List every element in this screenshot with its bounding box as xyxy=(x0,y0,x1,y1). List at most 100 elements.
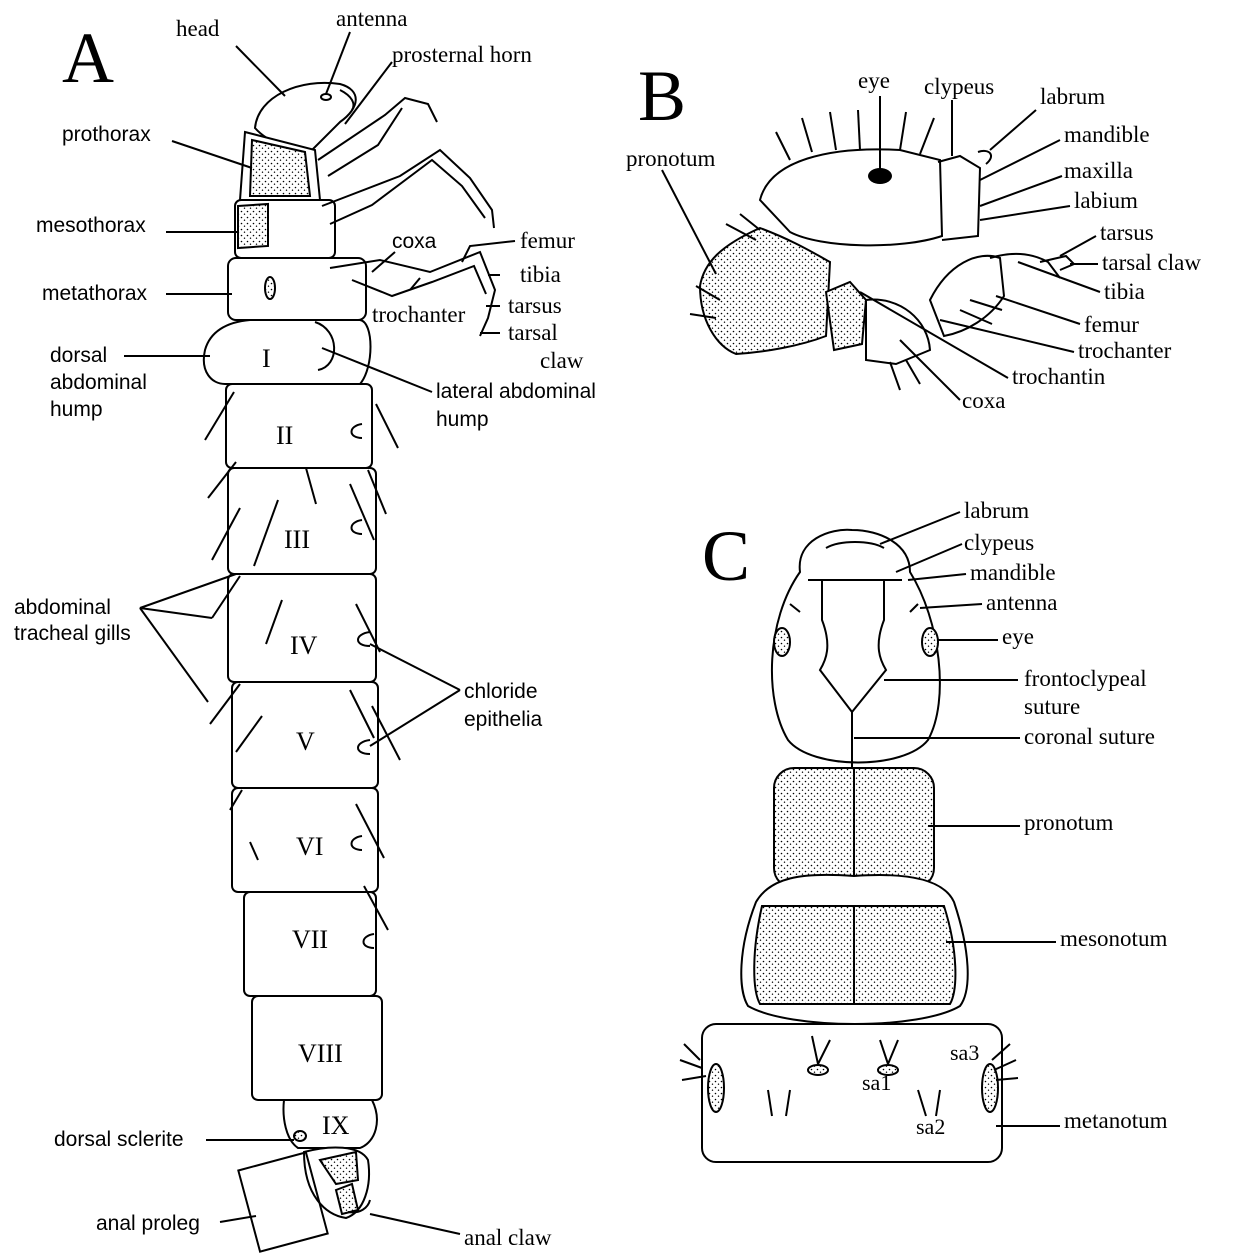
b-label-labrum: labrum xyxy=(1040,84,1105,109)
leader-gills-upper xyxy=(140,574,236,618)
label-hump: hump xyxy=(50,398,103,421)
leader-gills-lower xyxy=(140,608,208,702)
seta xyxy=(802,118,812,152)
label-tarsal: tarsal xyxy=(508,320,558,345)
b-label-clypeus: clypeus xyxy=(924,74,994,99)
leader-labrum xyxy=(990,110,1036,150)
seta xyxy=(740,214,760,230)
c-label-coronal-suture: coronal suture xyxy=(1024,724,1155,749)
abdominal-segment-4 xyxy=(228,574,376,682)
label-head: head xyxy=(176,16,220,41)
seta xyxy=(858,110,860,150)
b-label-trochanter: trochanter xyxy=(1078,338,1172,363)
segment-label-4: IV xyxy=(290,631,318,660)
leader-anal-claw xyxy=(370,1214,460,1234)
leader-head xyxy=(236,46,285,96)
c-sa3-right xyxy=(982,1064,998,1112)
panel-b-letter: B xyxy=(638,56,686,136)
label-coxa: coxa xyxy=(392,230,437,253)
label-anal-claw: anal claw xyxy=(464,1225,552,1250)
leader-labrum xyxy=(880,512,960,544)
label-claw: claw xyxy=(540,348,584,373)
leader-prothorax xyxy=(172,141,252,168)
abdominal-segment-2 xyxy=(226,384,372,468)
seta xyxy=(920,118,934,154)
label-trochanter: trochanter xyxy=(372,302,466,327)
c-eye-left xyxy=(774,628,790,656)
mesothorax-sclerite xyxy=(238,204,268,248)
label-mesothorax: mesothorax xyxy=(36,214,146,237)
c-label-frontoclypeal: frontoclypeal xyxy=(1024,666,1147,691)
leader-trochanter xyxy=(940,320,1074,352)
hindleg-outline xyxy=(352,266,486,296)
leader-antenna xyxy=(920,604,982,608)
seta xyxy=(776,132,790,160)
c-label-sa2: sa2 xyxy=(916,1114,945,1139)
segment-label-8: VIII xyxy=(298,1039,343,1068)
leader-femur xyxy=(996,296,1080,324)
b-label-coxa: coxa xyxy=(962,388,1005,413)
seta xyxy=(906,360,920,384)
metathorax-segment xyxy=(228,258,366,320)
b-label-trochantin: trochantin xyxy=(1012,364,1106,389)
c-label-metanotum: metanotum xyxy=(1064,1108,1168,1133)
metathorax-spot xyxy=(265,277,275,299)
label-prosternal-horn: prosternal horn xyxy=(392,42,532,67)
label-abdominal: abdominal xyxy=(50,371,147,394)
panel-c: C xyxy=(680,498,1168,1162)
segment-label-7: VII xyxy=(292,925,328,954)
leader-chloride-lower xyxy=(370,690,460,746)
c-label-mesonotum: mesonotum xyxy=(1060,926,1167,951)
c-label-sa1: sa1 xyxy=(862,1070,891,1095)
c-label-suture: suture xyxy=(1024,694,1080,719)
b-label-mandible: mandible xyxy=(1064,122,1150,147)
b-tarsal-claw xyxy=(1040,256,1074,270)
c-label-labrum: labrum xyxy=(964,498,1029,523)
segment-label-3: III xyxy=(284,525,310,554)
c-sa3-left xyxy=(708,1064,724,1112)
segment-label-6: VI xyxy=(296,832,323,861)
segment-label-1: I xyxy=(262,344,271,373)
b-femur xyxy=(930,256,1004,336)
c-label-eye: eye xyxy=(1002,624,1034,649)
b-head-capsule xyxy=(760,149,942,245)
c-sa1-left xyxy=(808,1065,828,1075)
c-label-mandible: mandible xyxy=(970,560,1056,585)
b-label-labium: labium xyxy=(1074,188,1138,213)
leader-maxilla xyxy=(980,176,1062,206)
b-label-tibia: tibia xyxy=(1104,279,1145,304)
b-mouthparts xyxy=(938,156,980,240)
leader-labium xyxy=(980,206,1070,220)
label-anal-proleg: anal proleg xyxy=(96,1212,200,1235)
label-tracheal-gills: tracheal gills xyxy=(14,622,131,645)
label-metathorax: metathorax xyxy=(42,282,148,305)
seta xyxy=(830,112,836,150)
leader-pronotum xyxy=(662,170,716,274)
label-dorsal: dorsal xyxy=(50,344,107,367)
b-coxa xyxy=(866,300,930,364)
seta xyxy=(890,362,900,390)
panel-a: A xyxy=(14,6,596,1252)
label-dorsal-sclerite: dorsal sclerite xyxy=(54,1128,184,1151)
b-label-tarsal-claw: tarsal claw xyxy=(1102,250,1201,275)
label-epithelia: epithelia xyxy=(464,708,543,731)
leader-mandible xyxy=(908,574,966,580)
label-prothorax: prothorax xyxy=(62,123,151,146)
leader-femur xyxy=(462,241,515,262)
leader-mandible xyxy=(980,140,1060,180)
b-labrum xyxy=(978,151,991,164)
b-label-maxilla: maxilla xyxy=(1064,158,1133,183)
abdominal-segment-3 xyxy=(228,468,376,574)
leader-tibia xyxy=(1018,262,1100,292)
b-label-tarsus: tarsus xyxy=(1100,220,1154,245)
segment-label-9: IX xyxy=(322,1111,350,1140)
b-pronotum xyxy=(700,228,830,354)
label-femur: femur xyxy=(520,228,575,253)
segment-label-2: II xyxy=(276,421,293,450)
segment-label-5: V xyxy=(296,727,315,756)
label-tarsus: tarsus xyxy=(508,293,562,318)
b-label-pronotum: pronotum xyxy=(626,146,716,171)
b-label-eye: eye xyxy=(858,68,890,93)
gill xyxy=(376,404,398,448)
